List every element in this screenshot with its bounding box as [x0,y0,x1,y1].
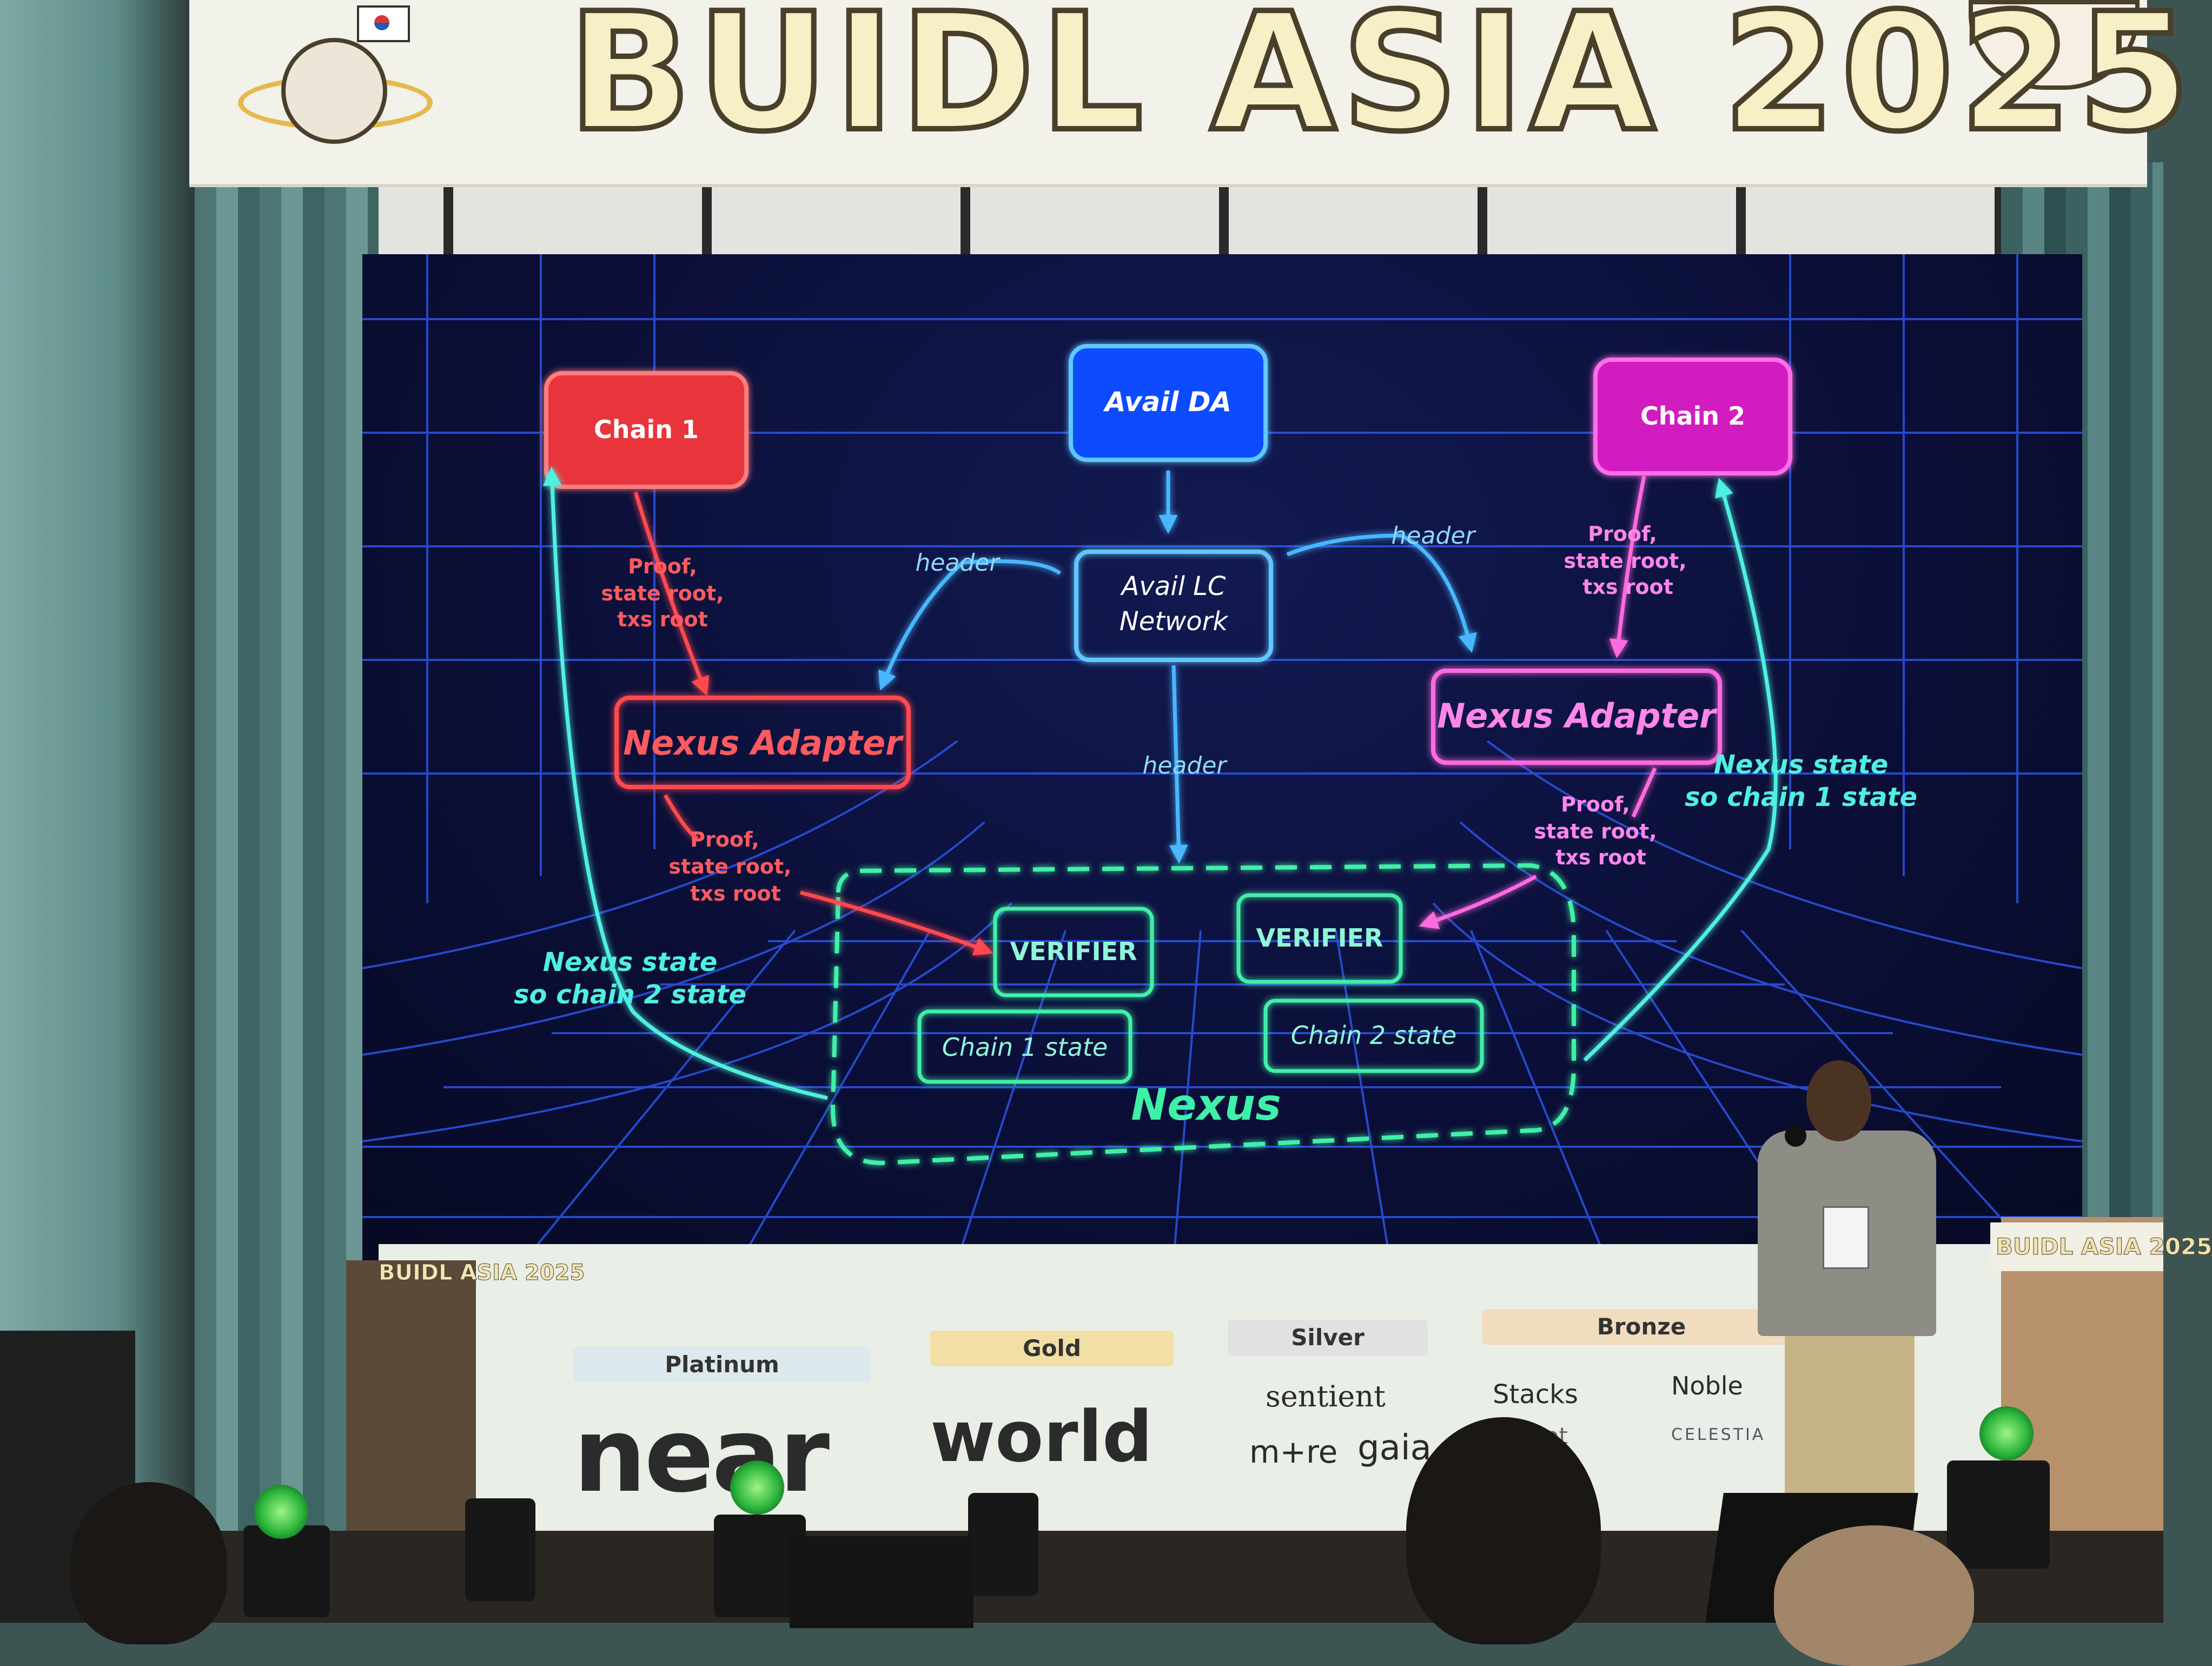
proof-line2: state root, [1534,819,1657,843]
proof-line3: txs root [1582,575,1673,599]
stage-light [1947,1460,2050,1569]
microphone-icon [1785,1125,1806,1147]
chain1-state-box [917,1009,1133,1084]
proof-line2: state root, [1564,549,1686,573]
stage-light-lens [254,1485,308,1539]
proof-label-chain2: Proof, state root, txs root [1564,522,1686,599]
tier-gold: Gold [930,1331,1174,1366]
tier-platinum: Platinum [573,1347,871,1383]
audience-head [1406,1417,1601,1644]
tier-silver: Silver [1228,1320,1428,1356]
avail-lc-line1: Avail LC [1120,571,1226,601]
verifier-left-box [993,907,1154,997]
event-banner [189,0,2147,187]
header-label-center: header [1142,752,1228,779]
verifier-right-label: VERIFIER [1256,923,1383,953]
proof-label-adapter-left: Proof, state root, txs root [668,828,791,905]
gaia-logo: gaia [1357,1428,1432,1468]
proof-line3: txs root [617,607,708,631]
audience-head [70,1482,227,1644]
stage-light-lens [730,1460,784,1515]
diagram-arrows [542,467,1778,1100]
proof-label-adapter-right: Proof, state root, txs root [1534,792,1657,869]
speaker-head [1806,1060,1871,1141]
proof-line3: txs root [690,882,781,905]
tier-bronze: Bronze [1482,1309,1801,1345]
nexus-state-left-label: Nexus state so chain 2 state [514,947,746,1010]
verifier-right-box [1236,893,1403,984]
nexus-state-line2: so chain 1 state [1685,782,1917,812]
proof-line2: state root, [668,855,791,878]
avail-da-box [1069,344,1268,462]
avail-lc-network-box [1074,550,1273,662]
chain2-state-box [1263,999,1484,1073]
proof-line1: Proof, [628,554,697,578]
celestia-logo: CELESTIA [1671,1425,1766,1444]
chain1-state-label: Chain 1 state [942,1033,1108,1062]
proof-line1: Proof, [1588,522,1657,546]
banner-title: BUIDL ASIA 2025 [565,0,2196,170]
proof-line1: Proof, [1561,792,1630,816]
nexus-adapter-right-label: Nexus Adapter [1437,696,1718,736]
nexus-adapter-left-label: Nexus Adapter [623,723,904,763]
chain1-label: Chain 1 [594,415,699,444]
avail-lc-line2: Network [1120,606,1229,637]
lectern-sign: BUIDL ASIA 2025 [378,1260,585,1286]
nexus-state-line2: so chain 2 state [514,980,746,1010]
nexus-label: Nexus [1131,1080,1281,1130]
nexus-state-line1: Nexus state [543,947,718,977]
stage-light [465,1498,535,1601]
verifier-left-label: VERIFIER [1010,937,1137,966]
header-label-right: header [1391,522,1476,550]
chain2-state-label: Chain 2 state [1291,1021,1456,1050]
chain1-box [544,371,749,489]
speaker-badge [1823,1206,1869,1269]
proof-line3: txs root [1555,845,1646,869]
audience-head [1774,1525,1974,1666]
stage-light [968,1493,1038,1596]
nexus-state-right-label: Nexus state so chain 1 state [1685,750,1917,812]
noble-logo: Noble [1671,1371,1743,1400]
stacks-logo: Stacks [1493,1379,1578,1410]
stage-monitor [790,1536,973,1628]
proof-line1: Proof, [690,828,759,851]
chain2-label: Chain 2 [1640,401,1745,431]
planet-mascot-icon [281,38,387,144]
korea-flag-icon [357,5,410,42]
projection-screen: Chain 1 Avail DA Chain 2 Avail LC Networ… [362,254,2083,1261]
podium-sign: BUIDL ASIA 2025 [1990,1222,2212,1271]
proof-line2: state root, [601,581,724,605]
proof-label-chain1: Proof, state root, txs root [601,554,724,631]
nexus-state-line1: Nexus state [1714,750,1889,780]
nexus-diagram: Chain 1 Avail DA Chain 2 Avail LC Networ… [362,254,2083,1261]
stage-light-lens [1979,1406,2034,1460]
stage-light [243,1525,330,1617]
chain2-box [1593,358,1792,475]
more-logo: m+re [1249,1433,1338,1470]
nexus-region [830,863,1576,1166]
world-logo: world [930,1396,1153,1478]
sentient-logo: sentient [1266,1379,1386,1413]
nexus-adapter-left-box [614,696,911,789]
avail-da-label: Avail DA [1103,386,1231,418]
synthwave-grid [362,254,2083,1261]
near-logo: near [573,1396,830,1515]
nexus-adapter-right-box [1431,669,1722,765]
header-label-left: header [915,549,1001,577]
